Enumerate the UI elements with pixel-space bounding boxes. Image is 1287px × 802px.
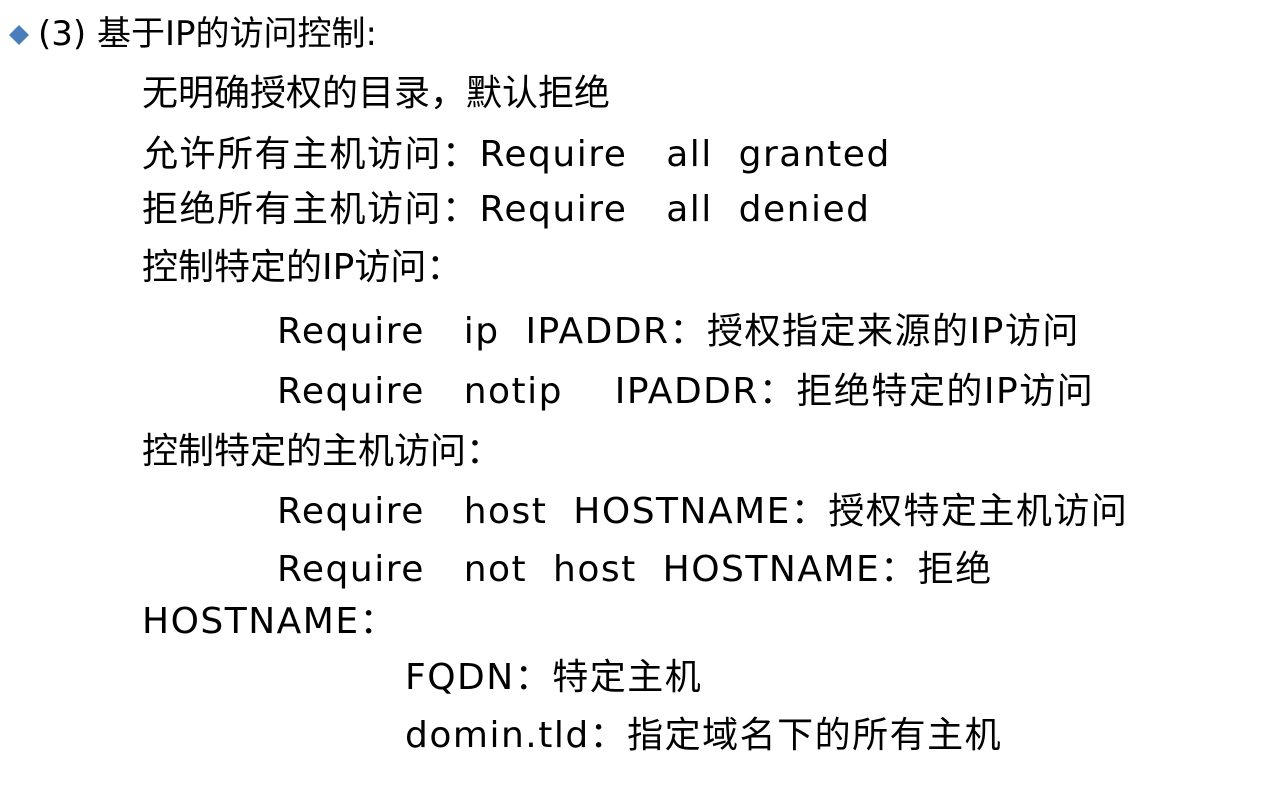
- body-line-require-host: Require host HOSTNAME：授权特定主机访问: [277, 491, 1129, 532]
- diamond-bullet-icon: [8, 24, 30, 46]
- body-line-require-ip: Require ip IPADDR：授权指定来源的IP访问: [277, 311, 1080, 352]
- page-title: (3) 基于IP的访问控制:: [38, 14, 377, 54]
- body-line-require-all-granted: 允许所有主机访问：Require all granted: [142, 134, 891, 175]
- heading-bullet-row: (3) 基于IP的访问控制:: [8, 14, 377, 54]
- body-line-host-control-heading: 控制特定的主机访问：: [142, 431, 503, 472]
- body-line-require-all-denied: 拒绝所有主机访问：Require all denied: [142, 189, 871, 230]
- body-line-require-notip: Require notip IPADDR：拒绝特定的IP访问: [277, 371, 1095, 412]
- body-line-require-not-host: Require not host HOSTNAME：拒绝: [277, 549, 993, 590]
- body-line-domin-tld: domin.tld：指定域名下的所有主机: [405, 715, 1003, 756]
- body-line-hostname-label: HOSTNAME：: [142, 601, 398, 642]
- body-line-ip-control-heading: 控制特定的IP访问：: [142, 247, 463, 288]
- body-line-fqdn: FQDN：特定主机: [405, 657, 703, 698]
- body-line-no-explicit-grant: 无明确授权的目录，默认拒绝: [142, 73, 611, 114]
